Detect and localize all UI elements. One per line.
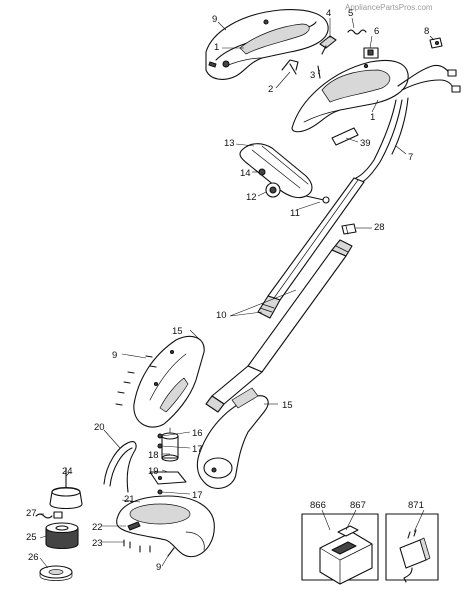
connector-8 xyxy=(429,37,443,49)
callout-labels: 9 1 4 5 6 8 2 3 1 39 7 13 14 12 11 28 10… xyxy=(26,8,429,573)
callout-4: 4 xyxy=(326,8,331,19)
knob-12 xyxy=(265,182,281,198)
callout-2: 2 xyxy=(268,84,273,95)
callout-23: 23 xyxy=(92,538,103,549)
callout-14: 14 xyxy=(240,168,251,179)
screw-9a xyxy=(208,61,217,68)
callout-9-middle: 9 xyxy=(112,350,117,361)
battery-pack-867 xyxy=(319,525,373,585)
upper-handle-half xyxy=(205,9,329,80)
callout-5: 5 xyxy=(348,8,353,19)
callout-8: 8 xyxy=(424,26,429,37)
switch-trigger-4 xyxy=(319,35,337,55)
callout-3: 3 xyxy=(310,70,315,81)
callout-18: 18 xyxy=(148,450,159,461)
callout-24: 24 xyxy=(62,466,73,477)
motor-housing-half-right xyxy=(196,387,269,489)
wire-bracket-2 xyxy=(281,59,299,75)
charger-871 xyxy=(399,529,431,583)
callout-28: 28 xyxy=(374,222,385,233)
spring-5 xyxy=(347,29,367,35)
cord-bumper-39 xyxy=(331,127,359,146)
screw-9c xyxy=(167,547,175,557)
spool-cover-26 xyxy=(39,565,73,581)
callout-11: 11 xyxy=(290,208,300,219)
callout-9-bottom: 9 xyxy=(156,562,161,573)
pin-11 xyxy=(305,195,330,204)
callout-13: 13 xyxy=(224,138,235,149)
callout-10: 10 xyxy=(216,310,227,321)
wiring-harness-7 xyxy=(355,64,461,183)
screws-23 xyxy=(123,539,151,553)
callout-20: 20 xyxy=(94,422,105,433)
callout-17-upper: 17 xyxy=(192,444,203,455)
callout-12: 12 xyxy=(246,192,257,203)
edge-guide-20 xyxy=(103,441,137,493)
spring-27 xyxy=(35,511,63,519)
callout-25: 25 xyxy=(26,532,37,543)
spool-cap-24 xyxy=(49,467,83,510)
callout-39: 39 xyxy=(360,138,371,149)
callout-26: 26 xyxy=(28,552,39,563)
lower-shaft xyxy=(205,239,353,413)
screw-set-9b xyxy=(115,355,157,406)
callout-19: 19 xyxy=(148,466,159,477)
lower-handle-half xyxy=(291,59,409,133)
callout-867: 867 xyxy=(350,500,366,511)
blade-22 xyxy=(127,521,141,531)
upper-shaft xyxy=(257,177,365,319)
callout-871: 871 xyxy=(408,500,424,511)
motor-housing-half-left xyxy=(133,335,205,428)
callout-1-upper-handle: 1 xyxy=(214,42,219,53)
callout-6: 6 xyxy=(374,26,379,37)
callout-27: 27 xyxy=(26,508,37,519)
callout-15-right: 15 xyxy=(282,400,293,411)
callout-1-lower-handle: 1 xyxy=(370,112,375,123)
washer-17a xyxy=(157,443,163,449)
charger-box-871 xyxy=(385,513,439,581)
callout-17-lower: 17 xyxy=(192,490,203,501)
callout-866: 866 xyxy=(310,500,326,511)
spool-25 xyxy=(45,522,79,550)
callout-21: 21 xyxy=(124,494,135,505)
switch-6 xyxy=(363,47,379,59)
callout-15-left: 15 xyxy=(172,326,183,337)
callout-22: 22 xyxy=(92,522,103,533)
washer-16 xyxy=(157,433,163,439)
guard-21 xyxy=(116,495,215,558)
washer-17b xyxy=(157,489,163,495)
shaft-cover-13 xyxy=(239,143,313,199)
motor-bracket-19 xyxy=(149,471,187,485)
callout-9-top: 9 xyxy=(212,14,217,25)
leader-lines xyxy=(39,17,435,569)
motor-18 xyxy=(161,427,179,462)
callout-7: 7 xyxy=(408,152,413,163)
callout-16: 16 xyxy=(192,428,203,439)
watermark: AppliancePartsPros.com xyxy=(345,3,433,12)
clip-28 xyxy=(341,223,357,235)
